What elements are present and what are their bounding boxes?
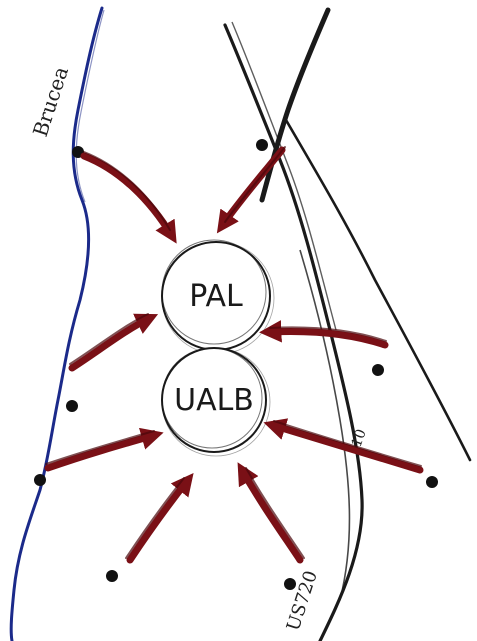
flow-arrow-outline	[224, 146, 286, 223]
flow-arrow-outline	[69, 313, 149, 365]
road-line-right	[259, 7, 331, 203]
flow-arrow-outline	[83, 151, 171, 231]
flow-arrow-outline	[45, 430, 155, 465]
river-line-shadow	[75, 9, 105, 203]
source-dot	[256, 139, 268, 151]
road-line-lower	[299, 249, 351, 601]
source-dot	[34, 474, 46, 486]
mile-marker-label: 10	[349, 427, 370, 449]
flow-arrow	[68, 313, 159, 372]
node-pal: PAL	[161, 239, 275, 355]
flow-arrow-outline	[273, 420, 422, 467]
flow-arrow-outline	[125, 477, 185, 559]
node-ualb-label: UALB	[174, 383, 254, 418]
node-pal-label: PAL	[189, 279, 243, 314]
road-label: US720	[283, 568, 322, 633]
flow-arrow	[237, 462, 304, 564]
source-dot	[284, 578, 296, 590]
source-dot	[426, 476, 438, 488]
flow-arrow	[80, 152, 177, 244]
source-dot	[106, 570, 118, 582]
source-dot	[66, 400, 78, 412]
flow-arrow	[44, 427, 164, 472]
flow-arrow	[263, 418, 424, 474]
flow-arrow	[126, 473, 194, 564]
flow-arrow	[259, 320, 389, 349]
river-label: Brucea	[28, 63, 73, 139]
node-ualb: UALB	[161, 347, 271, 457]
flow-arrow-outline	[245, 467, 305, 559]
road-line-diagonal	[284, 118, 472, 462]
flow-arrow-outline	[269, 326, 387, 342]
source-dot	[372, 364, 384, 376]
road-line-left-2	[231, 21, 337, 331]
river-line	[9, 6, 104, 641]
